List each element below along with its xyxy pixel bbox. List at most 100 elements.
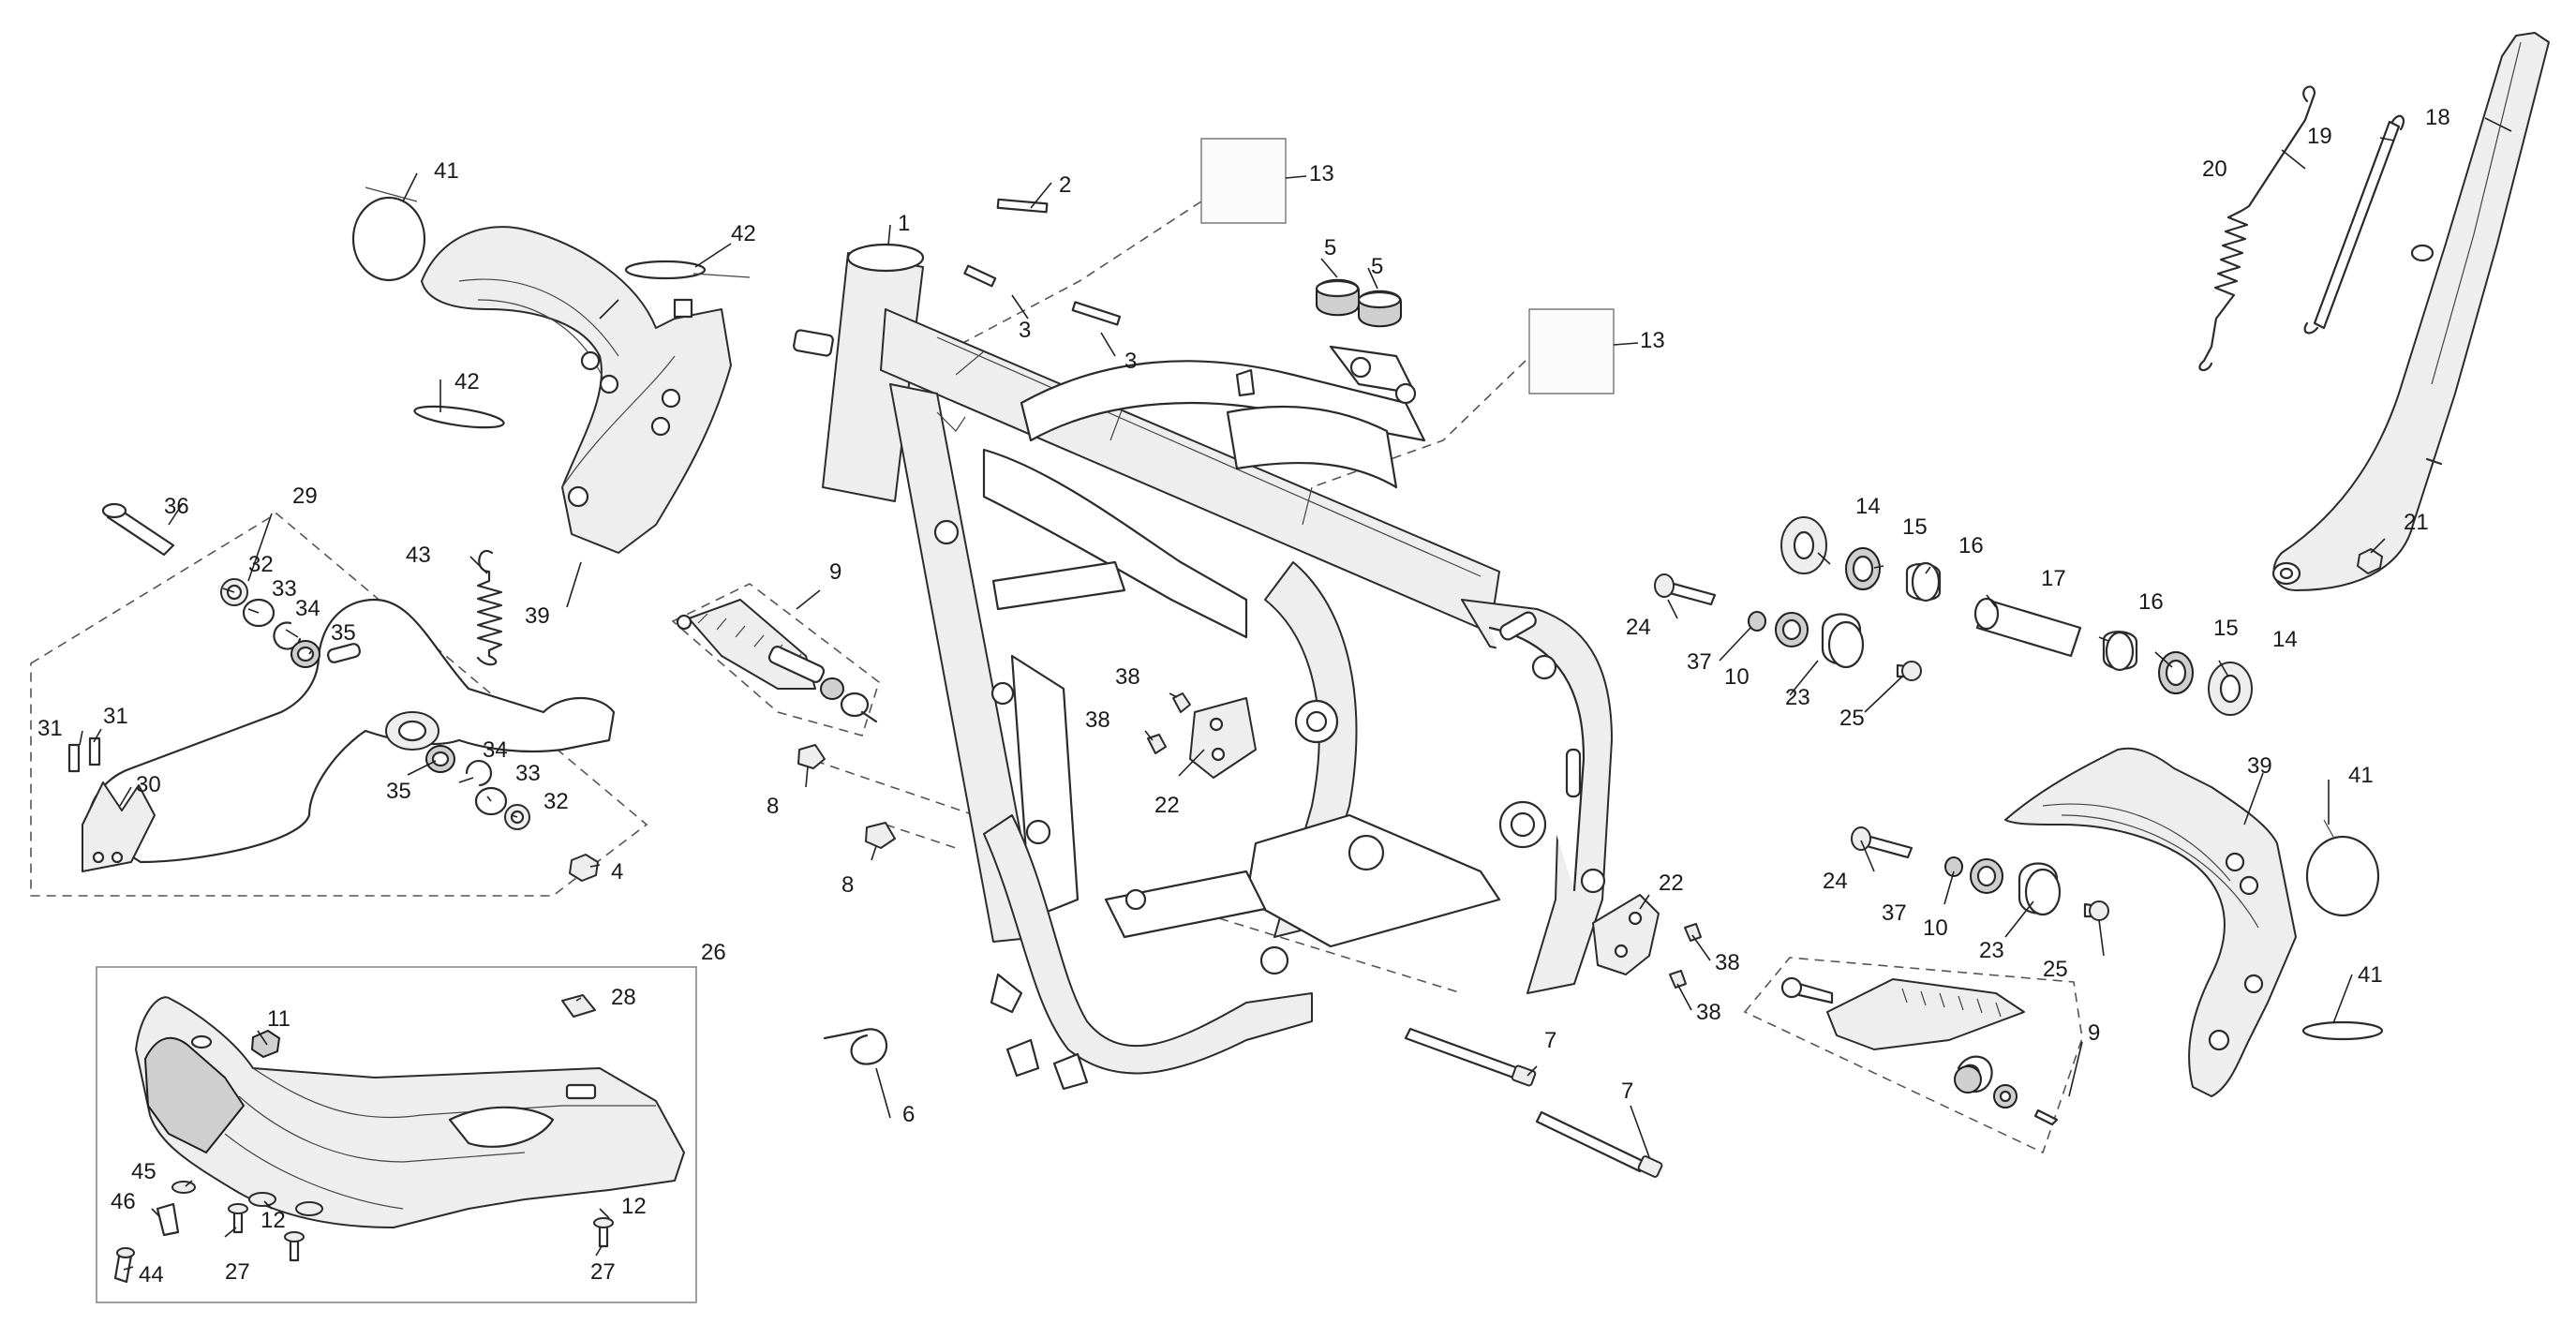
callout: 32 bbox=[248, 552, 274, 577]
callout: 13 bbox=[1309, 161, 1334, 186]
callout: 12 bbox=[621, 1194, 647, 1219]
callout: 38 bbox=[1715, 950, 1740, 975]
sticker-leader-a bbox=[955, 201, 1202, 348]
callout: 3 bbox=[1019, 318, 1031, 343]
sticker-decal-b bbox=[1528, 308, 1615, 394]
callout: 36 bbox=[164, 494, 189, 519]
pin-icon bbox=[67, 743, 81, 773]
callout: 38 bbox=[1115, 664, 1140, 690]
heat-guard-icon bbox=[2004, 747, 2297, 1097]
washer-icon bbox=[1748, 611, 1766, 632]
nut-icon bbox=[2357, 548, 2383, 574]
washer-icon bbox=[295, 1201, 323, 1216]
sticker-leader-b bbox=[1311, 360, 1526, 488]
callout: 33 bbox=[272, 576, 297, 602]
callout: 34 bbox=[483, 737, 508, 763]
callout: 24 bbox=[1823, 869, 1848, 894]
strap-icon bbox=[624, 260, 707, 280]
callout: 10 bbox=[1923, 915, 1948, 941]
axle-icon bbox=[1404, 1027, 1520, 1079]
callout: 41 bbox=[434, 158, 459, 184]
callout: 7 bbox=[1544, 1028, 1556, 1053]
heat-guard-icon bbox=[421, 226, 732, 554]
callout: 46 bbox=[111, 1189, 136, 1214]
callout: 8 bbox=[841, 872, 854, 898]
callout: 19 bbox=[2307, 124, 2332, 149]
callout: 35 bbox=[386, 779, 411, 804]
callout: 33 bbox=[515, 761, 541, 786]
sticker-decal-a bbox=[1200, 138, 1287, 224]
skid-plate-group-outline bbox=[96, 966, 697, 1303]
callout: 35 bbox=[331, 620, 356, 646]
callout: 24 bbox=[1626, 615, 1651, 640]
right-footpeg-group-outline bbox=[1743, 957, 2083, 1154]
bracket-icon bbox=[1592, 894, 1660, 975]
bracket-icon bbox=[1052, 1052, 1089, 1091]
callout: 26 bbox=[701, 940, 726, 965]
cotter-pin-icon bbox=[2033, 1108, 2059, 1126]
callout: 20 bbox=[2202, 156, 2227, 182]
circlip-icon bbox=[465, 759, 493, 787]
pin-icon bbox=[963, 264, 997, 288]
callout: 12 bbox=[261, 1208, 286, 1233]
spring-icon bbox=[476, 549, 503, 666]
callout: 37 bbox=[1882, 900, 1907, 926]
pin-icon bbox=[88, 736, 101, 766]
callout: 39 bbox=[525, 603, 550, 629]
callout: 34 bbox=[295, 596, 320, 621]
callout: 41 bbox=[2348, 763, 2374, 788]
callout: 13 bbox=[1640, 328, 1665, 353]
hose-clamp-icon bbox=[2305, 835, 2380, 917]
callout: 30 bbox=[136, 772, 161, 797]
spring-icon bbox=[2313, 120, 2401, 330]
motorcycle-frame-icon bbox=[793, 243, 1613, 1075]
sidestand-icon bbox=[2271, 32, 2550, 591]
hose-clamp-icon bbox=[351, 196, 426, 282]
callout: 16 bbox=[2138, 589, 2164, 615]
axle-icon bbox=[1535, 1110, 1646, 1173]
callout: 2 bbox=[1059, 172, 1071, 198]
footpeg-icon bbox=[1780, 976, 2025, 1050]
callout: 22 bbox=[1154, 793, 1180, 818]
bolt-icon bbox=[865, 822, 896, 849]
callout: 4 bbox=[611, 859, 623, 885]
callout: 25 bbox=[2043, 957, 2068, 982]
callout: 37 bbox=[1687, 649, 1712, 675]
callout: 28 bbox=[611, 985, 636, 1010]
clip-icon bbox=[561, 994, 596, 1018]
nut-icon bbox=[569, 854, 599, 882]
callout: 45 bbox=[131, 1159, 156, 1184]
skid-plate-icon bbox=[135, 996, 685, 1228]
callout: 7 bbox=[1621, 1079, 1633, 1104]
callout: 42 bbox=[454, 369, 480, 394]
callout: 44 bbox=[139, 1262, 164, 1287]
bracket-icon bbox=[1189, 697, 1257, 779]
callout: 14 bbox=[2272, 627, 2298, 652]
footpeg-icon bbox=[676, 599, 826, 690]
callout: 5 bbox=[1371, 254, 1383, 279]
callout: 15 bbox=[2213, 616, 2239, 641]
callout: 42 bbox=[731, 221, 756, 246]
callout: 27 bbox=[590, 1259, 616, 1285]
callout: 14 bbox=[1855, 494, 1881, 519]
bracket-icon bbox=[1005, 1038, 1040, 1078]
callout: 8 bbox=[767, 794, 779, 819]
washer-icon bbox=[248, 1192, 276, 1207]
callout-labels: 1 2 3 3 4 5 5 6 7 7 8 8 9 9 10 10 11 12 … bbox=[37, 105, 2450, 1287]
callout: 3 bbox=[1124, 349, 1137, 374]
spring-icon bbox=[840, 692, 870, 718]
callout: 11 bbox=[267, 1006, 290, 1032]
callout: 5 bbox=[1324, 235, 1336, 260]
callout: 27 bbox=[225, 1259, 250, 1285]
callout: 1 bbox=[898, 211, 910, 236]
callout: 9 bbox=[2088, 1020, 2100, 1046]
callout: 25 bbox=[1839, 706, 1865, 731]
callout: 15 bbox=[1902, 514, 1928, 540]
screw-icon bbox=[1669, 970, 1687, 989]
callout: 17 bbox=[2041, 566, 2066, 591]
callout: 23 bbox=[1785, 685, 1810, 710]
brake-pedal-group-outline bbox=[30, 513, 648, 897]
pin-icon bbox=[996, 198, 1049, 214]
spring-icon bbox=[2198, 85, 2316, 372]
